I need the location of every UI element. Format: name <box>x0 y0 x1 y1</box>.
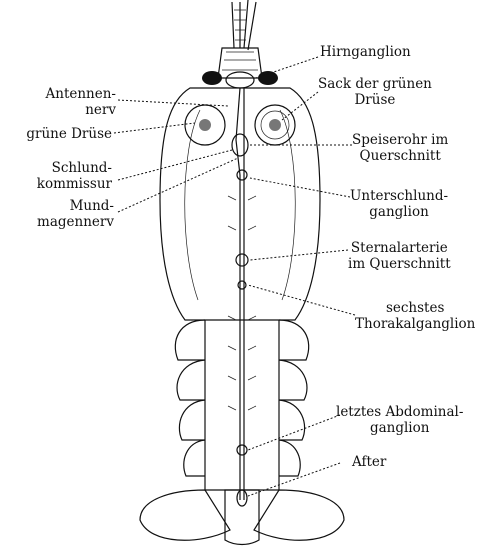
label-abdominal-line-1: letztes Abdominal- <box>336 404 463 420</box>
sixth-thoracic-ganglion <box>238 281 246 289</box>
label-schlundkommissur-line-2: kommissur <box>37 176 112 192</box>
label-sternalarterie-im-querschnitt: Sternalarterie im Querschnitt <box>348 240 451 272</box>
leader-mundmagennerv <box>118 158 238 212</box>
label-hirnganglion-line-1: Hirnganglion <box>320 44 411 60</box>
antennae <box>232 0 256 50</box>
left-eye <box>202 71 222 85</box>
oesophagus <box>232 134 248 156</box>
label-gruene-druese-line-1: grüne Drüse <box>26 126 112 142</box>
label-sack-line-2: Drüse <box>318 92 432 108</box>
label-speiserohr-im-querschnitt: Speiserohr im Querschnitt <box>352 132 448 164</box>
label-unterschlundganglion: Unterschlund- ganglion <box>350 188 448 220</box>
label-sechstes-thorakalganglion: sechstes Thorakalganglion <box>355 300 475 332</box>
label-thorakal-line-2: Thorakalganglion <box>355 316 475 332</box>
subesophageal-ganglion <box>237 170 247 180</box>
label-gruene-druese: grüne Drüse <box>26 126 112 142</box>
leader-gruene-druese <box>114 123 195 133</box>
last-abdominal-ganglion <box>237 445 247 455</box>
abdomen <box>175 320 308 490</box>
anus <box>237 490 247 506</box>
label-unterschlund-line-2: ganglion <box>350 204 448 220</box>
leader-abdominal <box>248 415 340 450</box>
label-sternalarterie-line-1: Sternalarterie <box>348 240 451 256</box>
label-abdominal-line-2: ganglion <box>336 420 463 436</box>
label-mundmagennerv: Mund- magennerv <box>37 198 114 230</box>
label-sack-der-gruenen-druese: Sack der grünen Drüse <box>318 76 432 108</box>
label-after-line-1: After <box>352 454 386 470</box>
label-after: After <box>352 454 386 470</box>
leader-unterschlund <box>250 178 350 197</box>
label-sack-line-1: Sack der grünen <box>318 76 432 92</box>
right-eye <box>258 71 278 85</box>
label-thorakal-line-1: sechstes <box>355 300 475 316</box>
tail-fan <box>140 490 344 545</box>
brain-ganglion <box>226 72 254 88</box>
label-speiserohr-line-1: Speiserohr im <box>352 132 448 148</box>
label-antennennerv-line-1: Antennen- <box>46 86 117 102</box>
label-schlundkommissur: Schlund- kommissur <box>37 160 112 192</box>
label-antennennerv: Antennen- nerv <box>46 86 117 118</box>
label-schlundkommissur-line-1: Schlund- <box>37 160 112 176</box>
leader-antennennerv <box>118 100 228 106</box>
leader-schlundkommissur <box>118 150 232 180</box>
green-glands <box>185 105 295 145</box>
label-mundmagennerv-line-2: magennerv <box>37 214 114 230</box>
label-mundmagennerv-line-1: Mund- <box>37 198 114 214</box>
label-letztes-abdominalganglion: letztes Abdominal- ganglion <box>336 404 463 436</box>
leader-sternalarterie <box>250 250 348 260</box>
leader-lines <box>114 57 355 496</box>
head-region <box>202 48 278 88</box>
label-speiserohr-line-2: Querschnitt <box>352 148 448 164</box>
sternal-artery <box>236 254 248 266</box>
label-unterschlund-line-1: Unterschlund- <box>350 188 448 204</box>
label-hirnganglion: Hirnganglion <box>320 44 411 60</box>
label-antennennerv-line-2: nerv <box>46 102 117 118</box>
label-sternalarterie-line-2: im Querschnitt <box>348 256 451 272</box>
